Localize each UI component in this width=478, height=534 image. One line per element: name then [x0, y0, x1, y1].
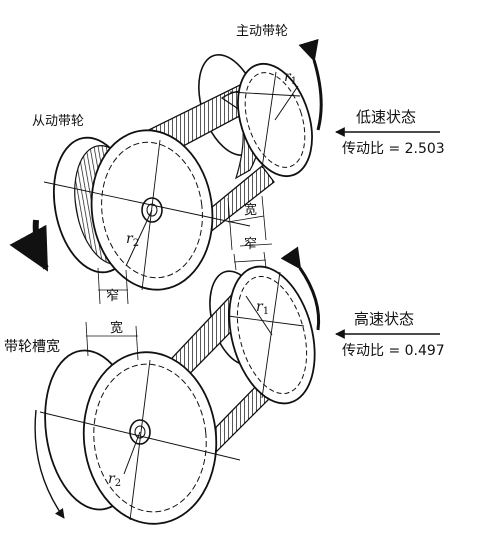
- driven-rotation-arrow-2: [34, 409, 65, 519]
- high-speed-ratio: 传动比 = 0.497: [342, 343, 445, 359]
- r1-label-top: r1: [284, 69, 298, 87]
- high-speed-title: 高速状态: [354, 310, 415, 328]
- r1-label-bottom: r1: [256, 299, 270, 317]
- low-driven-width-label: 窄: [106, 289, 120, 304]
- groove-width-label: 带轮槽宽: [4, 339, 60, 355]
- high-speed-assembly: [34, 246, 321, 525]
- high-drive-width-label: 窄: [244, 237, 258, 252]
- drive-rotation-arrow: [298, 38, 323, 131]
- driven-rotation-arrow: [9, 219, 49, 272]
- low-speed-ratio: 传动比 = 2.503: [342, 141, 445, 157]
- r2-label-top: r2: [126, 231, 140, 249]
- low-speed-assembly: [9, 38, 323, 305]
- driver-pulley-label: 主动带轮: [236, 24, 289, 39]
- low-drive-width-label: 宽: [244, 203, 258, 218]
- high-driven-width-label: 宽: [110, 321, 124, 336]
- driven-pulley-label: 从动带轮: [32, 114, 85, 129]
- r2-label-bottom: r2: [108, 471, 122, 489]
- drive-rotation-arrow-2: [280, 246, 321, 331]
- low-speed-title: 低速状态: [356, 108, 417, 126]
